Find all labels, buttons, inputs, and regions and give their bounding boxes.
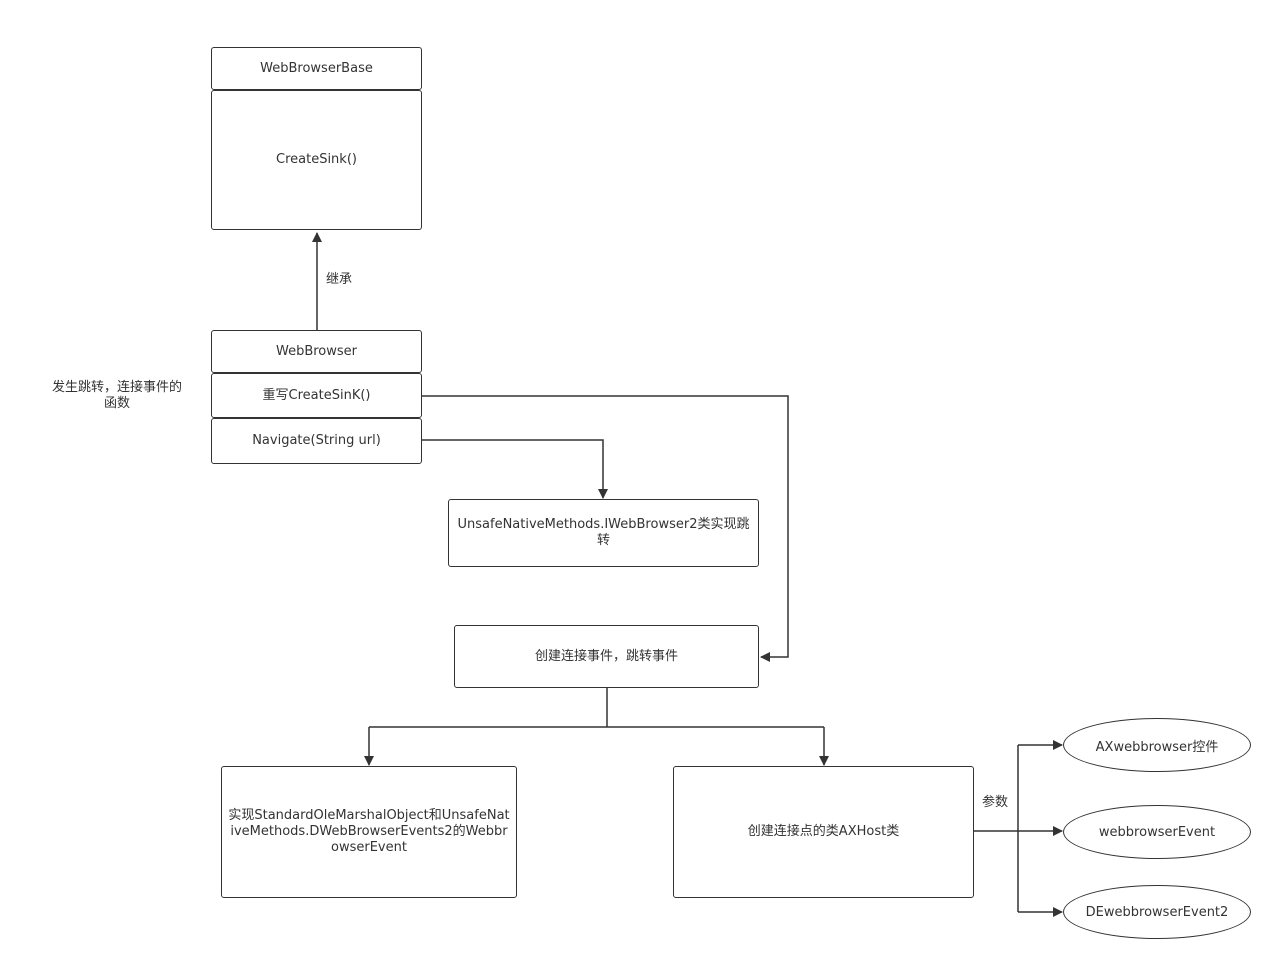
navigate-method: Navigate(String url) xyxy=(252,433,381,448)
webbrowser-navigate-box: Navigate(String url) xyxy=(211,418,422,464)
params-label: 参数 xyxy=(982,795,1009,810)
side-note: 发生跳转，连接事件的函数 xyxy=(51,380,182,411)
navigate-arrow xyxy=(421,439,608,499)
override-arrow xyxy=(421,395,789,662)
override-createsink: 重写CreateSinK() xyxy=(262,387,371,403)
webbrowserbase-title: WebBrowserBase xyxy=(260,60,373,76)
create-events-box: 创建连接事件，跳转事件 xyxy=(454,625,759,688)
webbrowser-override-box: 重写CreateSinK() xyxy=(211,373,422,418)
axhost-box: 创建连接点的类AXHost类 xyxy=(673,766,974,898)
unsafe-navigate-text: UnsafeNativeMethods.IWebBrowser2类实现跳转 xyxy=(457,517,750,548)
webbrowser-event-ellipse: webbrowserEvent xyxy=(1063,805,1251,859)
webbrowserbase-method-box: CreateSink() xyxy=(211,90,422,230)
dewebbrowser-event2-ellipse: DEwebbrowserEvent2 xyxy=(1063,885,1251,939)
axwebbrowser-control-text: AXwebbrowser控件 xyxy=(1095,739,1219,755)
implement-events-box: 实现StandardOleMarshalObject和UnsafeNativeM… xyxy=(221,766,517,898)
inherit-label: 继承 xyxy=(326,272,353,287)
create-events-text: 创建连接事件，跳转事件 xyxy=(534,648,678,664)
webbrowser-title-box: WebBrowser xyxy=(211,330,422,373)
unsafe-navigate-box: UnsafeNativeMethods.IWebBrowser2类实现跳转 xyxy=(448,499,759,567)
axhost-text: 创建连接点的类AXHost类 xyxy=(747,824,900,839)
implement-events-text: 实现StandardOleMarshalObject和UnsafeNativeM… xyxy=(228,808,510,855)
webbrowser-event-text: webbrowserEvent xyxy=(1098,824,1216,840)
webbrowser-title: WebBrowser xyxy=(275,343,358,359)
dewebbrowser-event2-text: DEwebbrowserEvent2 xyxy=(1085,904,1229,920)
createsink-method: CreateSink() xyxy=(276,152,357,167)
axwebbrowser-control-ellipse: AXwebbrowser控件 xyxy=(1063,718,1251,772)
webbrowserbase-title-box: WebBrowserBase xyxy=(211,47,422,90)
